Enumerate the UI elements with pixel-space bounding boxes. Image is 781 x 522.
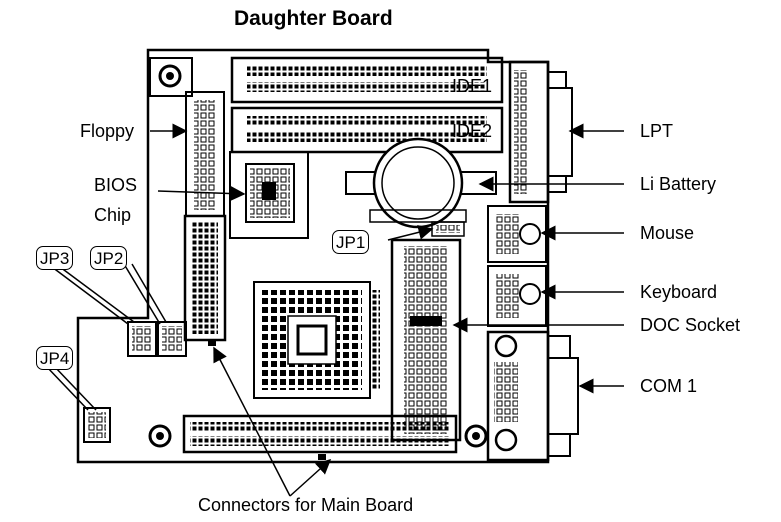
jp4-header (83, 407, 111, 443)
jp3-header (127, 321, 157, 357)
label-ide2: IDE2 (452, 121, 493, 141)
board-outline (76, 48, 550, 464)
label-keyboard: Keyboard (640, 282, 718, 302)
label-doc-socket: DOC Socket (640, 315, 741, 335)
jp4-line-a (53, 365, 97, 411)
mouse-port (487, 205, 547, 263)
bios-arrow (157, 186, 246, 202)
jp4-line-b (45, 365, 89, 411)
keyboard-port (487, 265, 547, 327)
ide1-connector (230, 56, 504, 104)
connectors-arrow-left (213, 346, 291, 497)
diagram-title: Daughter Board (234, 7, 393, 30)
jp3-line-b (47, 263, 129, 325)
label-ide1: IDE1 (452, 76, 493, 96)
bios-chip (229, 151, 309, 239)
main-board-connector-horizontal (182, 414, 458, 454)
connectors-arrow-right (289, 458, 332, 497)
com1-connector (486, 330, 579, 462)
label-bios-line1: BIOS (94, 175, 138, 195)
mounting-hole-bottom-left (148, 424, 172, 448)
li-battery (345, 137, 497, 229)
jp3-line-a (55, 263, 135, 323)
label-connectors: Connectors for Main Board (198, 495, 414, 515)
label-jp1: JP1 (332, 230, 370, 254)
label-li-battery: Li Battery (640, 174, 717, 194)
main-board-connector-vertical (183, 214, 227, 342)
ide2-connector (230, 106, 504, 154)
lpt-connector (508, 60, 573, 204)
mounting-pad-top-left (149, 57, 193, 97)
jp2-line-a (131, 263, 167, 323)
label-lpt: LPT (640, 121, 674, 141)
mounting-hole-bottom-mid (464, 424, 488, 448)
leader-lines (45, 123, 624, 497)
mounting-hole-top-left (158, 64, 182, 88)
jp1-arrow (387, 224, 434, 241)
label-bios-line2: Chip (94, 205, 132, 225)
jp2-header (157, 321, 187, 357)
label-mouse: Mouse (640, 223, 695, 243)
doc-socket (390, 238, 462, 442)
label-jp3: JP3 (36, 246, 74, 270)
label-jp4: JP4 (36, 346, 74, 370)
cpu-socket (253, 281, 380, 399)
label-floppy: Floppy (80, 121, 135, 141)
label-com1: COM 1 (640, 376, 698, 396)
label-jp2: JP2 (90, 246, 128, 270)
jp2-line-b (123, 263, 161, 325)
